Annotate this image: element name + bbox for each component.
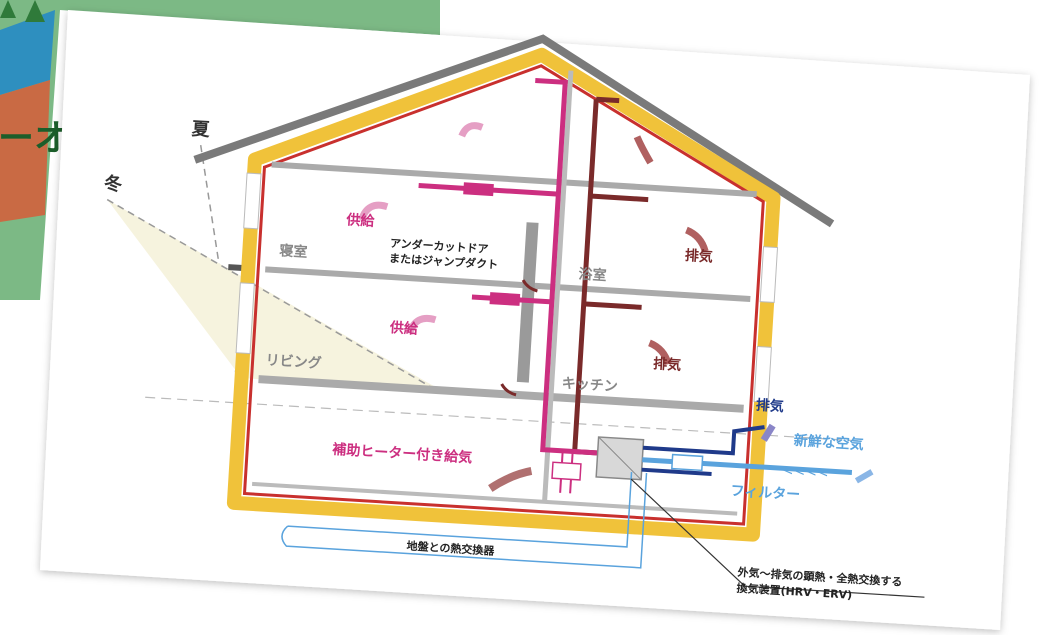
airtight-layer [242,64,765,526]
supply-label-upper: 供給 [345,211,376,230]
undercut-flow-arrow [521,279,538,293]
window [753,345,772,403]
undercut-door-label-line2: またはジャンプダクト [389,251,499,272]
second-floor [265,266,751,302]
fresh-air-label: 新鮮な空気 [793,432,864,453]
tree-icon [25,0,45,22]
window [243,172,262,230]
exhaust-outlet-duct [642,425,765,456]
roof [193,34,835,228]
return-duct [641,467,712,476]
exhaust-label-upper: 排気 [684,247,713,266]
background-card-ground [0,80,50,222]
slide-card [40,10,1030,630]
background-slide-card: ーオ [0,0,440,300]
interior-wall [542,70,574,502]
room-bathroom-label: 浴室 [578,265,607,284]
attic-floor [271,161,757,198]
hrv-unit-cross [598,436,642,481]
fresh-air-arrow [854,469,874,484]
exhaust-duct-top [596,96,620,104]
exhaust-out-arrow [760,423,776,442]
exhaust-flow-arrow [684,226,709,253]
window [235,282,255,355]
ground-level-line [145,396,864,442]
season-summer-label: 夏 [191,119,211,141]
room-kitchen-label: キッチン [561,376,618,395]
room-bedroom-label: 寝室 [279,242,308,261]
background-card-river [0,10,55,95]
first-floor [258,375,744,413]
undercut-flow-arrow [500,383,517,397]
exhaust-flow-arrow [633,135,654,165]
exhaust-out-label: 排気 [755,397,784,416]
exhaust-label-lower: 排気 [653,355,682,374]
auxiliary-heater [551,461,582,481]
ground-heat-exchanger-label: 地盤との熱交換器 [406,538,496,557]
ground-heat-exchanger-loop [281,472,648,569]
filter-label: フィルター [730,483,801,503]
intake-filter [671,453,704,472]
winter-sun-line [106,198,437,391]
window [759,246,779,303]
room-living-label: リビング [265,352,322,372]
background-card-title: ーオ [0,118,70,159]
hrv-leader-line [630,478,925,598]
exhaust-flow-arrow [648,339,672,366]
undercut-door-label-line1: アンダーカットドア [390,236,489,256]
season-winter-label: 冬 [104,172,123,195]
supply-flow-arrow [458,122,484,138]
tree-icon [0,0,16,18]
crawl-space-floor [251,481,738,516]
supply-diffuser [489,292,521,306]
supply-flow-arrow [406,314,437,335]
exhaust-duct-branch [590,193,649,203]
heater-supply-arrow [488,467,533,492]
filter-chevrons-icon: <<<< [781,462,829,481]
exhaust-duct-branch [583,301,642,310]
supply-flow-arrow [358,201,389,222]
supply-label-lower: 供給 [388,319,419,338]
supply-diffuser [463,182,494,197]
